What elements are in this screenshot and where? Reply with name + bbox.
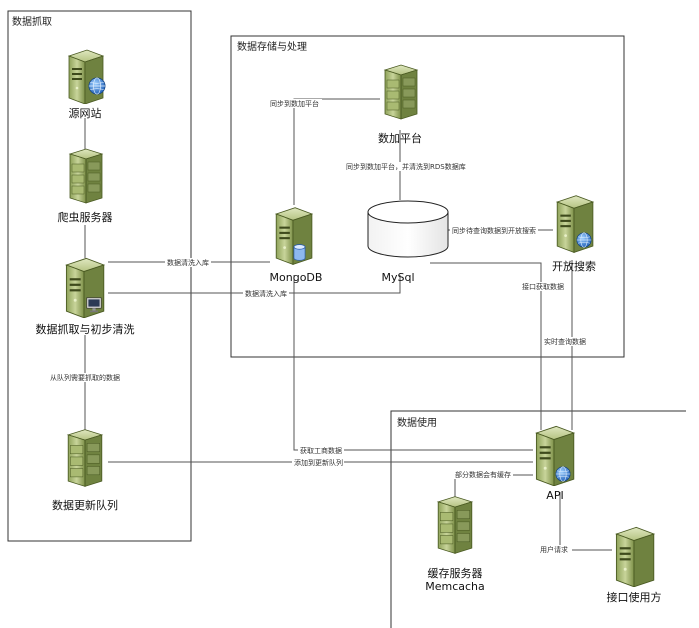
server-rack-icon [437,496,473,554]
node-api-consumer: 接口使用方 [607,526,662,604]
node-source-site: 源网站 [68,49,106,120]
node-label-source-site: 源网站 [69,106,102,120]
node-shujia-platform: 数加平台 [378,64,422,145]
connector-clean-mysql [108,275,401,294]
connector-mysql-api [430,262,542,430]
edge-label-add-queue: 添加到更新队列 [294,458,343,467]
node-cache-server: 缓存服务器 Memcacha [425,496,485,593]
server-icon [65,257,105,318]
node-capture-clean: 数据抓取与初步清洗 [36,257,135,336]
edge-label-sync-opensearch: 同步待查询数据到开放搜索 [452,226,536,235]
edge-label-user-request: 用户请求 [540,545,568,554]
edge-label-clean-db-1: 数据清洗入库 [167,258,209,267]
node-label-shujia-platform: 数加平台 [378,131,422,145]
server-rack-icon [67,429,103,487]
edge-label-sync-clean-rds: 同步到数加平台，并清洗到RDS数据库 [346,162,466,171]
node-label-crawler-server: 爬虫服务器 [58,211,113,224]
group-usage-title: 数据使用 [397,416,437,429]
node-label-api-consumer: 接口使用方 [607,590,662,604]
node-label-update-queue: 数据更新队列 [52,498,118,512]
node-label-api: API [546,489,563,502]
globe-icon [576,232,592,248]
edge-label-clean-db-2: 数据清洗入库 [245,289,287,298]
node-label-open-search: 开放搜索 [552,259,596,273]
connector-mongodb-shujia [293,98,380,205]
database-icon [293,244,306,261]
node-label-cache-server: 缓存服务器 [428,566,483,580]
node-api: API [535,425,575,502]
group-capture-title: 数据抓取 [12,15,52,28]
edge-label-sync-to-shujia: 同步到数加平台 [270,99,319,108]
server-rack-icon [69,148,103,204]
group-capture: 数据抓取 [7,10,192,542]
server-rack-icon [384,64,418,120]
node-update-queue: 数据更新队列 [52,429,118,512]
connector-mongodb-api [293,275,533,451]
node-crawler-server: 爬虫服务器 [58,148,113,224]
edge-label-realtime-query: 实时查询数据 [544,337,586,346]
node-label-cache-name: Memcacha [425,580,485,593]
edge-label-get-business: 获取工商数据 [300,446,342,455]
node-open-search: 开放搜索 [552,195,596,273]
group-storage: 数据存储与处理 [230,35,625,358]
edge-labels: 同步到数加平台 同步到数加平台，并清洗到RDS数据库 同步待查询数据到开放搜索 … [48,99,587,554]
node-label-capture-clean: 数据抓取与初步清洗 [36,322,135,336]
globe-icon [88,77,106,95]
connector-api-consumer [559,492,612,551]
database-cylinder-icon [367,200,449,258]
edge-label-partial-cache: 部分数据会有缓存 [455,470,511,479]
server-icon [68,49,104,104]
node-mongodb: MongoDB [270,207,323,284]
edge-label-fetch-queue: 从队列需要抓取的数据 [50,373,120,382]
globe-icon [555,466,571,482]
node-label-mongodb: MongoDB [270,271,323,284]
server-icon [615,526,655,587]
group-usage: 数据使用 [390,410,686,628]
node-label-mysql: MySql [381,271,414,284]
node-mysql: MySql [367,200,449,284]
group-storage-title: 数据存储与处理 [237,40,307,53]
edge-label-interface-fetch: 接口获取数据 [522,282,564,291]
